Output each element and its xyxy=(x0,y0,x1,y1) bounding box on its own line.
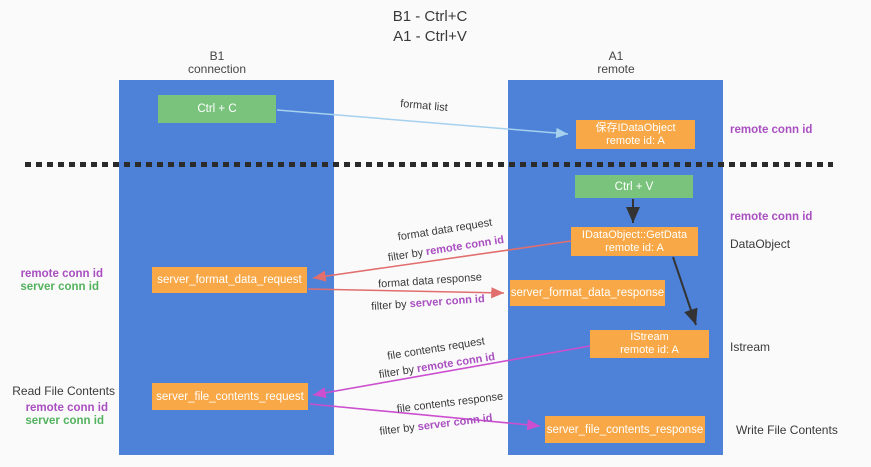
save-idataobject-line2: remote id: A xyxy=(606,134,665,147)
title-line-2: A1 - Ctrl+V xyxy=(393,28,467,45)
node-server-format-data-response: server_format_data_response xyxy=(510,280,665,306)
node-save-idataobject: 保存IDataObject remote id: A xyxy=(576,120,695,149)
filter-by-text: filter by xyxy=(378,421,416,438)
format-data-response-label: format data response xyxy=(377,271,483,291)
istream-line1: IStream xyxy=(630,331,669,343)
file-request-label: server_file_contents_request xyxy=(156,390,304,403)
ctrl-c-label: Ctrl + C xyxy=(197,103,237,115)
phase-separator-dashed-line xyxy=(25,162,833,167)
left-server-conn-id-label: server conn id xyxy=(20,281,99,293)
lane-a1-subtitle: remote xyxy=(597,62,635,76)
right-remote-conn-id-mid-label: remote conn id xyxy=(730,211,813,223)
read-file-contents-label: Read File Contents xyxy=(12,384,115,398)
node-server-file-contents-request: server_file_contents_request xyxy=(152,383,308,410)
filter-by-text: filter by xyxy=(387,246,425,265)
left-remote-conn-id-label: remote conn id xyxy=(20,268,103,280)
node-server-format-data-request: server_format_data_request xyxy=(152,267,307,293)
node-ctrl-v: Ctrl + V xyxy=(575,175,693,198)
dataobject-label: DataObject xyxy=(730,237,791,251)
lane-b1-subtitle: connection xyxy=(187,62,247,76)
node-ctrl-c: Ctrl + C xyxy=(158,95,276,123)
lane-header-b1: B1 connection xyxy=(188,50,246,76)
title-line-1: B1 - Ctrl+C xyxy=(392,8,468,25)
file-response-label: server_file_contents_response xyxy=(546,423,704,436)
filter-by-text: filter by xyxy=(378,363,416,382)
node-idataobject-getdata: IDataObject::GetData remote id: A xyxy=(571,227,698,256)
server-conn-id-keyword: server conn id xyxy=(417,412,494,434)
filter-by-text: filter by xyxy=(370,298,408,313)
format-response-label: server_format_data_response xyxy=(510,287,665,299)
format-list-label: format list xyxy=(399,97,449,115)
node-server-file-contents-response: server_file_contents_response xyxy=(545,416,705,443)
diagram-title: B1 - Ctrl+C A1 - Ctrl+V xyxy=(393,7,468,47)
getdata-line2: remote id: A xyxy=(605,241,664,254)
server-conn-id-keyword: server conn id xyxy=(409,293,486,311)
lane-header-a1: A1 remote xyxy=(597,50,634,76)
write-file-contents-label: Write File Contents xyxy=(736,423,838,437)
right-remote-conn-id-top-label: remote conn id xyxy=(730,124,813,136)
save-idataobject-line1: 保存IDataObject xyxy=(595,121,676,134)
format-request-label: server_format_data_request xyxy=(157,274,302,286)
left-lower-remote-conn-id-label: remote conn id xyxy=(25,402,108,414)
left-lower-server-conn-id-label: server conn id xyxy=(25,415,104,427)
remote-conn-id-keyword: remote conn id xyxy=(425,233,505,259)
lane-a1-title: A1 xyxy=(608,49,624,63)
ctrl-v-label: Ctrl + V xyxy=(614,180,654,193)
istream-line2: remote id: A xyxy=(620,344,679,356)
format-data-response-arrow xyxy=(307,287,505,299)
getdata-line1: IDataObject::GetData xyxy=(581,228,688,241)
istream-label: Istream xyxy=(730,340,771,354)
lane-b1-title: B1 xyxy=(209,49,225,63)
node-istream: IStream remote id: A xyxy=(590,330,709,358)
